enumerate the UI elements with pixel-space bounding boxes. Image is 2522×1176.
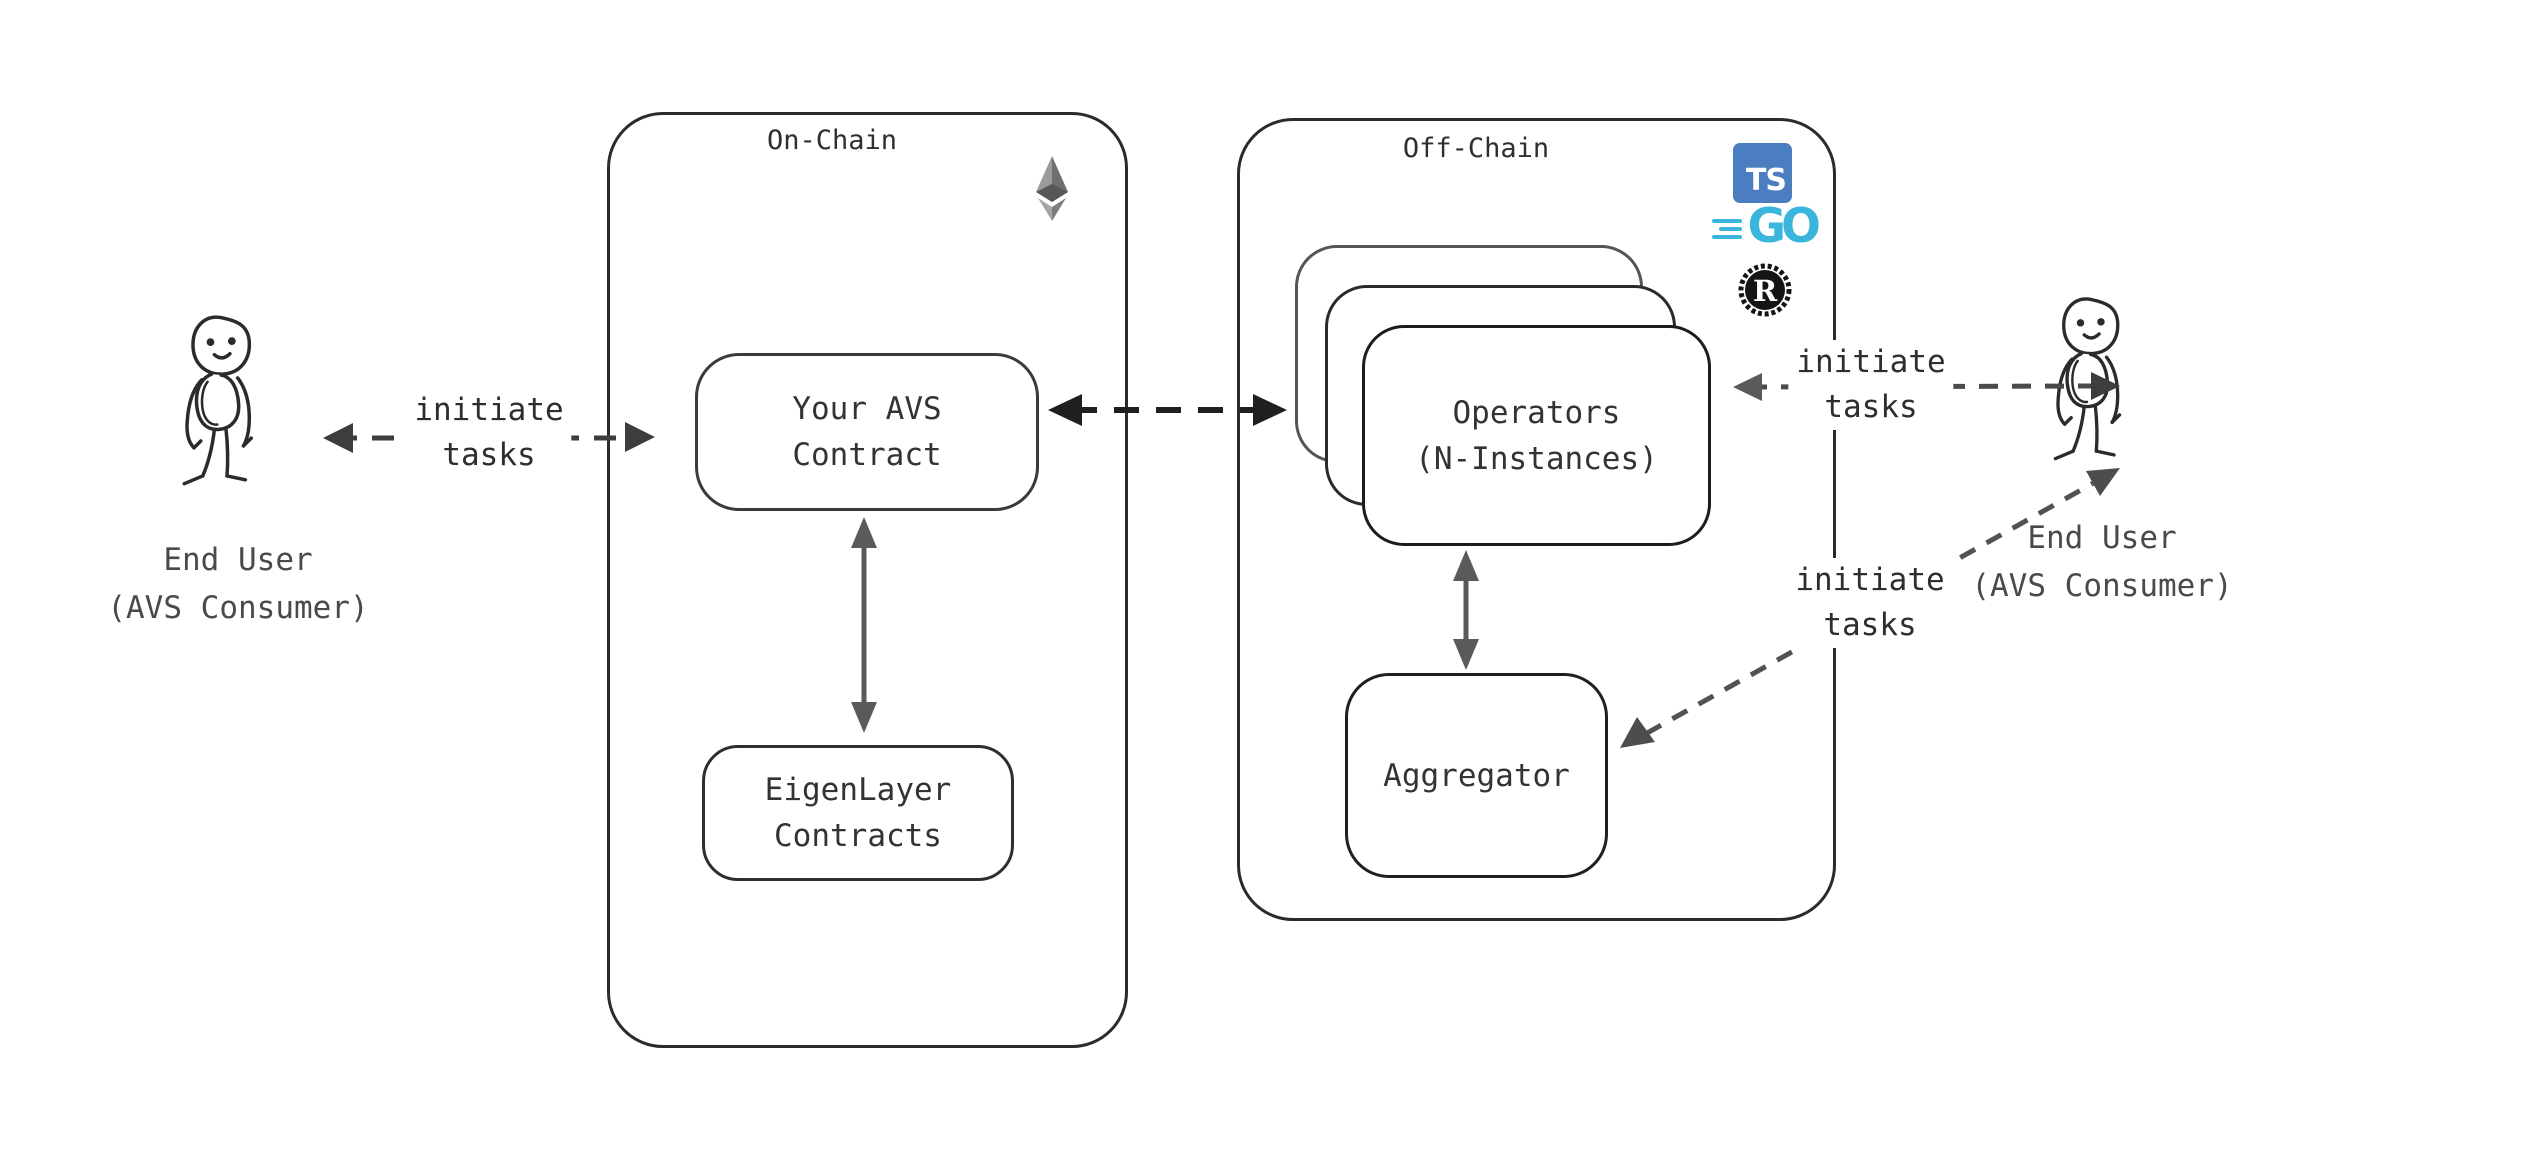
operators-box: Operators (N-Instances): [1362, 325, 1711, 546]
operators-user-arrow-label-line1: initiate: [1796, 344, 1946, 380]
go-speed-line: [1712, 219, 1742, 223]
eigenlayer-contracts-box: EigenLayer Contracts: [702, 745, 1014, 881]
aggregator-user-arrow-label-line2: tasks: [1823, 607, 1917, 643]
go-speed-line: [1719, 227, 1742, 231]
go-speed-line: [1712, 235, 1742, 239]
rust-icon: R: [1738, 263, 1792, 317]
left-user-figure: [182, 315, 253, 486]
eigenlayer-label-line1: EigenLayer: [764, 772, 952, 808]
right-user-label-line2: (AVS Consumer): [1971, 568, 2233, 604]
typescript-icon-text: TS: [1745, 163, 1787, 198]
operators-user-arrow-label: initiate tasks: [1788, 340, 1954, 430]
aggregator-label: Aggregator: [1383, 757, 1570, 794]
go-icon-text: GO: [1747, 199, 1821, 254]
left-user-label: End User (AVS Consumer): [107, 536, 368, 632]
rust-icon-text: R: [1753, 274, 1778, 308]
right-user-label-line1: End User: [2027, 520, 2177, 556]
operators-label-line2: (N-Instances): [1415, 440, 1658, 477]
left-arrow-label: initiate tasks: [406, 388, 572, 478]
aggregator-user-arrow-label: initiate tasks: [1787, 558, 1953, 648]
aggregator-box: Aggregator: [1345, 673, 1608, 878]
operators-label-line1: Operators: [1452, 394, 1621, 431]
left-user-label-line1: End User: [163, 542, 313, 578]
right-user-figure: [2053, 297, 2122, 461]
typescript-icon: TS: [1733, 143, 1792, 203]
your-avs-contract-label-line1: Your AVS: [792, 391, 942, 427]
your-avs-contract-box: Your AVS Contract: [695, 353, 1039, 511]
right-user-label: End User (AVS Consumer): [1971, 514, 2232, 610]
on-chain-container: [607, 112, 1128, 1048]
aggregator-user-arrow-label-line1: initiate: [1795, 562, 1945, 598]
off-chain-title: Off-Chain: [1402, 133, 1550, 164]
on-chain-title: On-Chain: [766, 125, 898, 156]
your-avs-contract-label-line2: Contract: [792, 437, 942, 473]
left-arrow-label-line1: initiate: [414, 392, 564, 428]
operators-user-arrow-label-line2: tasks: [1824, 389, 1918, 425]
ethereum-icon: [1036, 156, 1068, 221]
left-user-label-line2: (AVS Consumer): [107, 590, 369, 626]
go-icon: GO: [1710, 203, 1821, 254]
left-arrow-label-line2: tasks: [442, 437, 536, 473]
eigenlayer-label-line2: Contracts: [774, 818, 942, 854]
